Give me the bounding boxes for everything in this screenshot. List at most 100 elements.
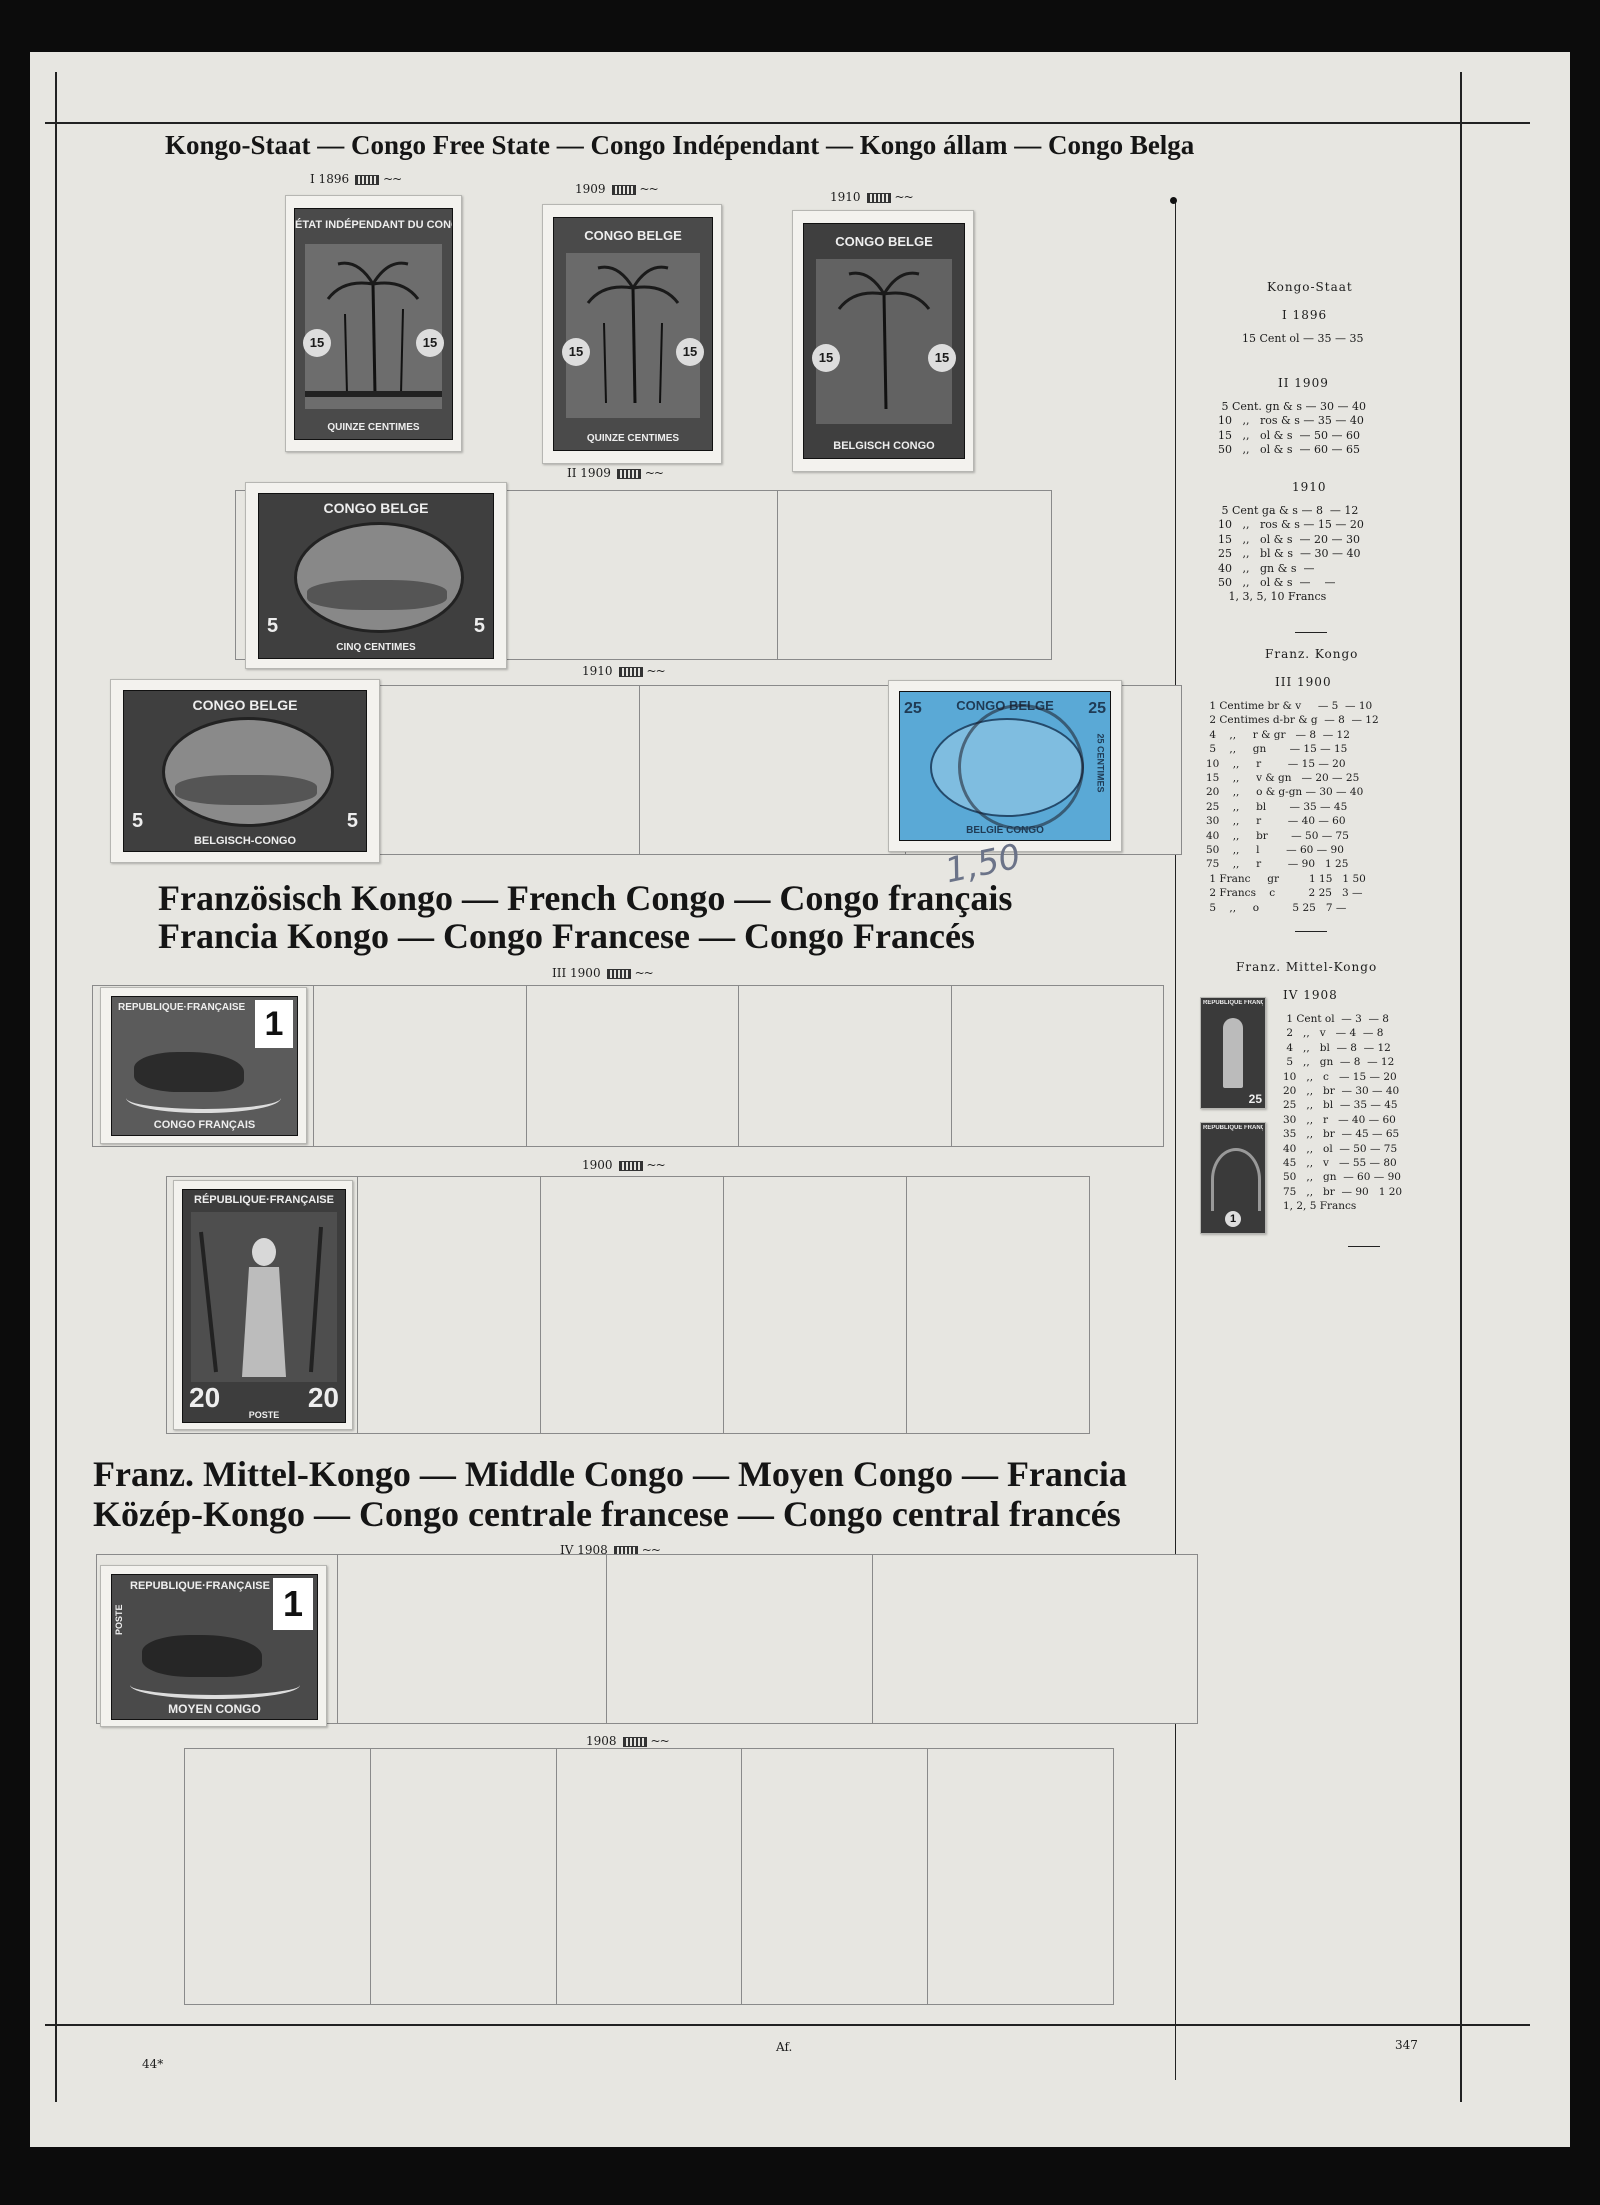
grid-slot [927, 1749, 1113, 2004]
catalog-kongo-ii: II 1909 [1278, 376, 1329, 390]
catalog-kongo-title: Kongo-Staat [1267, 280, 1353, 294]
issue-label-1909: 1909~~ [575, 182, 659, 196]
stamp-grid-1908 [184, 1748, 1114, 2005]
stamp-caption-bottom: MOYEN CONGO [168, 1702, 261, 1716]
catalog-mittel-rows: 1 Cent ol — 3 — 8 2 ,, v — 4 — 8 4 ,, bl… [1283, 1013, 1403, 1213]
stamp-congo-belge-5c-1910[interactable]: CONGO BELGE 5 5 BELGISCH-CONGO [110, 679, 380, 863]
stamp-side-caption: POSTE [114, 1604, 124, 1635]
stamp-caption-top: ÉTAT INDÉPENDANT DU CONGO [295, 219, 453, 231]
top-rule [45, 122, 1530, 124]
issue-label-1910: 1910~~ [830, 190, 914, 204]
stamp-moyen-congo-1c[interactable]: REPUBLIQUE·FRANÇAISE 1 POSTE MOYEN CONGO [100, 1565, 327, 1727]
catalog-kongo-1910-rows: 5 Cent ga & s — 8 — 12 10 ,, ros & s — 1… [1218, 504, 1364, 604]
stamp-value-left: 5 [267, 615, 279, 637]
palm-trees-icon [566, 253, 700, 418]
issue-label-1900: 1900~~ [582, 1158, 666, 1172]
stamp-caption-bottom: POSTE [248, 1410, 280, 1420]
issue-label-iv-1908: IV 1908~~ [560, 1543, 661, 1557]
thumb-caption: RÉPUBLIQUE FRANÇAISE [1203, 1125, 1263, 1131]
stamp-value-right: 25 [1088, 700, 1106, 717]
grid-slot [185, 1749, 370, 2004]
french-congo-heading-1: Französisch Kongo — French Congo — Congo… [158, 878, 1013, 918]
grid-slot [950, 986, 1164, 1146]
footer-center: Af. [776, 2040, 793, 2054]
catalog-mittel-title: Franz. Mittel-Kongo [1236, 960, 1378, 974]
stamp-caption-top: CONGO BELGE [835, 234, 933, 249]
stamp-caption-top: REPUBLIQUE·FRANÇAISE [118, 1002, 246, 1013]
grid-slot [373, 686, 639, 854]
stamp-congo-belge-15c-1909[interactable]: CONGO BELGE 15 15 QUINZE CENTIMES [542, 204, 722, 464]
catalog-kongo-i-rows: 15 Cent ol — 35 — 35 [1242, 332, 1364, 345]
stamp-congo-francais-20c[interactable]: RÉPUBLIQUE·FRANÇAISE 20 20 POSTE [173, 1180, 353, 1430]
leopard-icon [142, 1635, 262, 1677]
stamp-caption-bottom: QUINZE CENTIMES [327, 422, 420, 433]
kongo-heading: Kongo-Staat — Congo Free State — Congo I… [165, 130, 1195, 160]
stamp-value-left: 20 [189, 1382, 221, 1413]
thumb-caption: RÉPUBLIQUE FRANÇAISE [1203, 1000, 1263, 1006]
grid-slot [639, 686, 905, 854]
stamp-value-right: 15 [416, 329, 444, 357]
stamp-value: 1 [255, 1000, 293, 1048]
stamp-value-left: 15 [562, 338, 590, 366]
grid-slot [357, 1177, 540, 1433]
postmark [958, 704, 1084, 830]
tusks-icon [130, 1671, 300, 1699]
stamp-congo-belge-25c-blue[interactable]: CONGO BELGE 25 25 25 CENTIMES BELGIE CON… [888, 680, 1122, 852]
grid-slot [525, 986, 739, 1146]
stamp-value-right: 15 [676, 338, 704, 366]
grid-slot [555, 1749, 742, 2004]
landscape-vignette [162, 717, 334, 827]
stamp-caption-top: CONGO BELGE [192, 697, 298, 713]
catalog-rule [1348, 1246, 1380, 1247]
stamp-caption-top: REPUBLIQUE·FRANÇAISE [130, 1580, 270, 1592]
stamp-value-right: 20 [307, 1382, 339, 1413]
french-congo-heading-2: Francia Kongo — Congo Francese — Congo F… [158, 916, 975, 956]
grid-slot [738, 986, 951, 1146]
stamp-congo-free-state-15c[interactable]: ÉTAT INDÉPENDANT DU CONGO 15 15 QUINZE C… [285, 195, 462, 452]
catalog-franz-iii: III 1900 [1275, 675, 1332, 689]
grid-slot [369, 1749, 556, 2004]
catalog-thumb-woman-stamp: RÉPUBLIQUE FRANÇAISE 25 [1200, 997, 1266, 1109]
stamp-value: 25 [904, 700, 922, 717]
issue-label-1910-b: 1910~~ [582, 664, 666, 678]
stamp-caption-top: CONGO BELGE [323, 500, 429, 516]
bottom-rule [45, 2024, 1530, 2026]
stamp-congo-francais-1c[interactable]: REPUBLIQUE·FRANÇAISE 1 CONGO FRANÇAIS [100, 987, 307, 1144]
issue-label-1908: 1908~~ [586, 1734, 670, 1748]
stamp-caption-bottom: CINQ CENTIMES [336, 642, 416, 653]
issue-label-ii-1909: II 1909~~ [567, 466, 664, 480]
column-divider [1175, 200, 1176, 2080]
stamp-congo-belge-15c-1910[interactable]: CONGO BELGE 15 15 BELGISCH CONGO [792, 210, 974, 472]
stamp-caption-top: CONGO BELGE [584, 228, 682, 243]
issue-label-iii-1900: III 1900~~ [552, 966, 654, 980]
issue-label-i-1896: I 1896~~ [310, 172, 402, 186]
palm-trees-icon [305, 244, 442, 409]
stamp-value-right: 5 [473, 615, 485, 637]
stamp-caption-top: RÉPUBLIQUE·FRANÇAISE [194, 1194, 334, 1206]
grid-slot [741, 1749, 927, 2004]
catalog-thumb-bridge-stamp: RÉPUBLIQUE FRANÇAISE 1 [1200, 1122, 1266, 1234]
palm-trees-icon [816, 259, 952, 424]
landscape-vignette [294, 522, 464, 633]
grid-slot [540, 1177, 723, 1433]
catalog-kongo-i: I 1896 [1282, 308, 1328, 322]
tusks-icon [126, 1083, 281, 1113]
footer-left: 44* [142, 2057, 164, 2071]
thumb-value: 1 [1225, 1211, 1241, 1227]
catalog-mittel-iv: IV 1908 [1283, 988, 1338, 1002]
grid-slot [723, 1177, 906, 1433]
stamp-value-left: 5 [132, 810, 144, 832]
stamp-value-left: 15 [303, 329, 331, 357]
stamp-value: 1 [273, 1578, 313, 1630]
middle-congo-heading-2: Közép-Kongo — Congo centrale francese — … [93, 1494, 1121, 1534]
stamp-caption-bottom: QUINZE CENTIMES [586, 433, 680, 444]
thumb-value: 25 [1248, 1092, 1262, 1106]
stamp-caption-bottom: CONGO FRANÇAIS [153, 1119, 256, 1131]
grid-slot [501, 491, 777, 659]
catalog-rule [1295, 931, 1327, 932]
album-page: Kongo-Staat — Congo Free State — Congo I… [30, 52, 1570, 2147]
stamp-caption-bottom: BELGIE CONGO [966, 825, 1044, 836]
stamp-congo-belge-5c-1909[interactable]: CONGO BELGE 5 5 CINQ CENTIMES [245, 482, 507, 669]
catalog-franz-rows: 1 Centime br & v — 5 — 10 2 Centimes d-b… [1206, 700, 1379, 914]
left-rule [55, 72, 57, 2102]
